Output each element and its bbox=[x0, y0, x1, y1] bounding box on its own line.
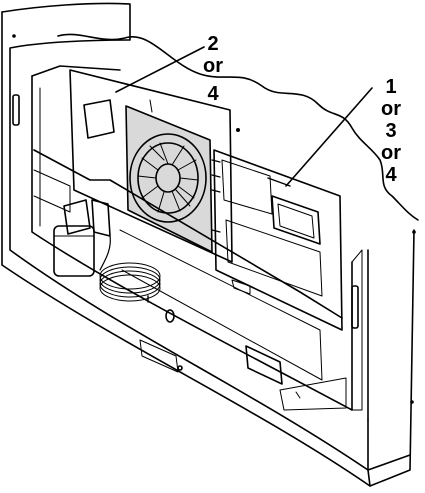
callout-right-line-3: 3 bbox=[385, 120, 397, 142]
callout-left-line-1: 2 bbox=[207, 33, 219, 55]
lower-duct bbox=[33, 149, 347, 411]
fan-assembly bbox=[125, 105, 221, 253]
callout-right-line-4: or bbox=[381, 142, 401, 164]
callout-label-2-or-4: 2 or 4 bbox=[196, 33, 230, 105]
leader-line-right bbox=[285, 87, 373, 187]
callout-right-line-1: 1 bbox=[385, 76, 397, 98]
control-board bbox=[213, 149, 343, 331]
coiled-tubing bbox=[99, 262, 161, 303]
left-bracket bbox=[12, 94, 20, 126]
cabinet-outline bbox=[1, 2, 415, 487]
callout-right-line-5: 4 bbox=[385, 164, 397, 186]
callout-left-line-2: or bbox=[203, 55, 223, 77]
callout-label-1-or-3-or-4: 1 or 3 or 4 bbox=[372, 76, 410, 186]
cabinet-screws bbox=[12, 34, 416, 404]
right-bracket bbox=[351, 285, 359, 329]
back-board bbox=[69, 69, 233, 263]
callout-right-line-2: or bbox=[381, 98, 401, 120]
callout-left-line-3: 4 bbox=[207, 83, 219, 105]
leader-line-left bbox=[115, 46, 205, 93]
cavity-outline bbox=[31, 65, 363, 411]
valve-assembly bbox=[53, 199, 111, 277]
break-line bbox=[57, 33, 419, 221]
